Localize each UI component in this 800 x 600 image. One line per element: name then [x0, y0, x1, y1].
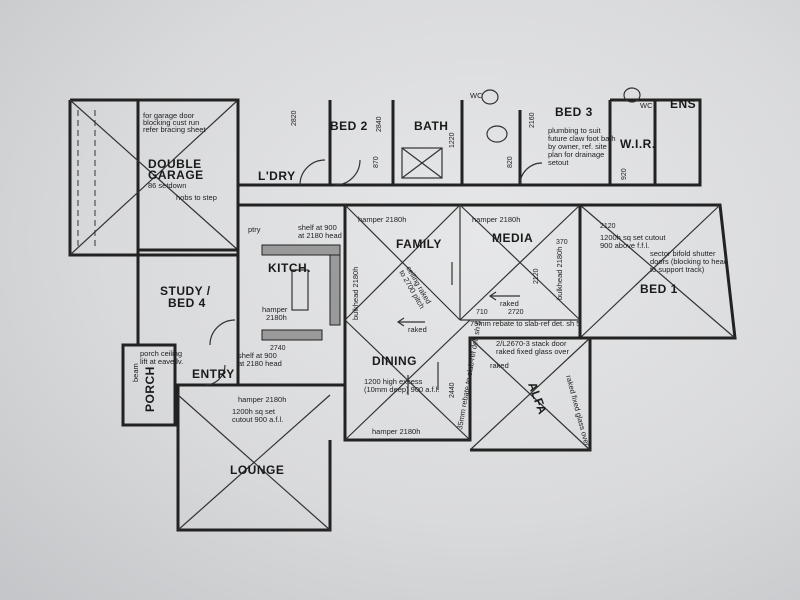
room-label-entry: ENTRY [192, 367, 235, 381]
room-label-bed2: BED 2 [330, 119, 368, 133]
note-raked-family: raked [408, 325, 427, 334]
note-hamper-family: hamper 2180h [358, 215, 406, 224]
room-label-ldry: L'DRY [258, 169, 296, 183]
dim-1220: 1220 [449, 132, 456, 148]
raked-arrows [396, 262, 520, 395]
room-label-study: STUDY /BED 4 [160, 284, 211, 310]
porch-lounge-walls [121, 343, 345, 532]
room-label-dining: DINING [372, 354, 417, 368]
dim-2740: 2740 [270, 345, 286, 352]
room-label-media: MEDIA [492, 231, 533, 245]
room-label-ens: ENS [670, 97, 696, 111]
dim-2440: 2440 [449, 382, 456, 398]
room-label-lounge: LOUNGE [230, 463, 284, 477]
room-label-wc-left: WC [470, 91, 483, 100]
dim-870: 870 [373, 156, 380, 168]
dim-2720: 2720 [508, 309, 524, 316]
note-hamper-media: hamper 2180h [472, 215, 520, 224]
room-label-kitch: KITCH. [268, 261, 311, 275]
room-label-ptry: ptry [248, 225, 261, 234]
room-label-bed3: BED 3 [555, 105, 593, 119]
room-label-wc-right: WC [640, 101, 653, 110]
note-raked-alfa: raked [490, 361, 509, 370]
note-dining-window: 1200 high excess(10mm deep) 900 a.f.l. [364, 377, 439, 394]
dim-2120-b: 2120 [533, 268, 540, 284]
note-garage-setdown: 86 setdown [148, 181, 186, 190]
ensuite-wir-walls [610, 87, 702, 187]
dim-2160: 2160 [529, 112, 536, 128]
dim-2120-a: 2120 [600, 223, 616, 230]
room-label-alfa: ALFA [525, 380, 550, 416]
upper-wing-walls [236, 89, 612, 187]
note-alfa-fixed-glass: raked fixed glass over [564, 374, 592, 447]
room-label-porch: PORCH [143, 366, 157, 412]
note-hamper-lounge: hamper 2180h [238, 395, 286, 404]
note-media-to-slab: 75mm rebate to slab-ref det. sh 5 [470, 319, 580, 328]
note-hobs-to-step: hobs to step [176, 193, 217, 202]
note-bulkhead-media: bulkhead 2180h [555, 247, 564, 300]
note-beam: beam [131, 363, 140, 382]
room-label-bed1: BED 1 [640, 282, 678, 296]
room-label-family: FAMILY [396, 237, 442, 251]
room-label-bath: BATH [414, 119, 448, 133]
dim-2820: 2820 [291, 110, 298, 126]
dim-920: 920 [621, 168, 628, 180]
dim-710: 710 [476, 309, 488, 316]
note-hamper-dining: hamper 2180h [372, 427, 420, 436]
dim-2840: 2840 [376, 116, 383, 132]
alfa-walls [469, 336, 592, 452]
bed1-walls [579, 203, 737, 340]
dim-820: 820 [507, 156, 514, 168]
room-label-wir: W.I.R. [620, 137, 656, 151]
note-bulkhead-family: bulkhead 2180h [351, 267, 360, 320]
dim-370: 370 [556, 239, 568, 246]
note-raked-media: raked [500, 299, 519, 308]
